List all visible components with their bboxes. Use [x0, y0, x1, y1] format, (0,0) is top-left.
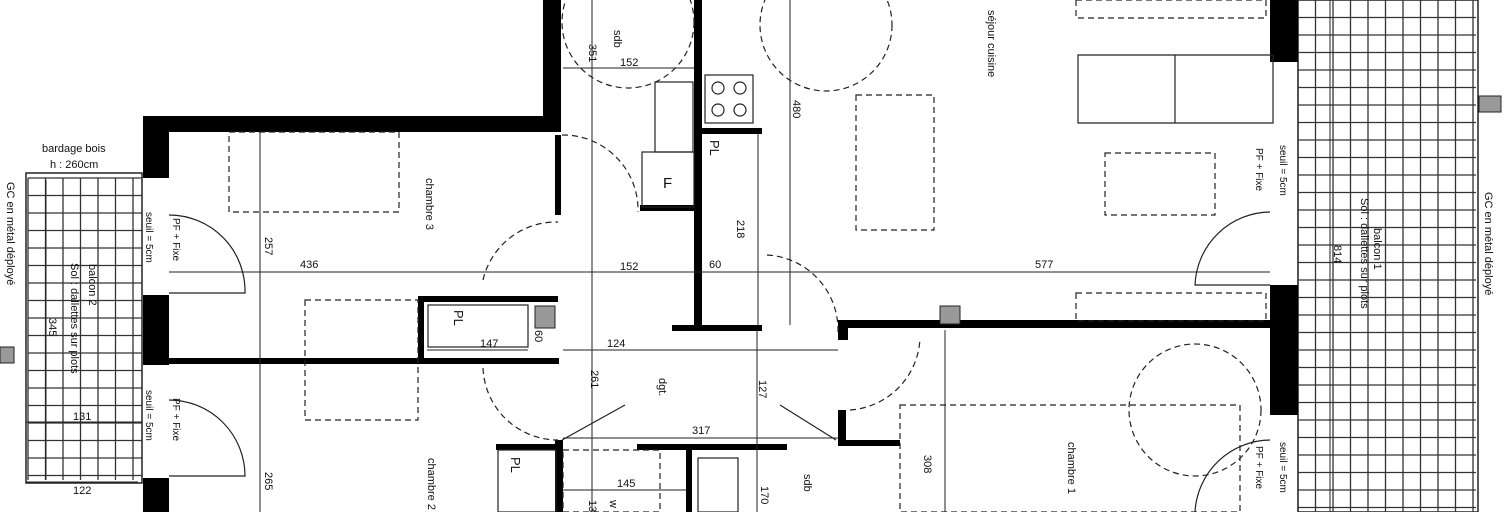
dim-131: 131	[73, 411, 91, 423]
dim-351: 351	[586, 44, 598, 62]
fridge-label: F	[663, 175, 672, 192]
dim-13: 13	[586, 500, 598, 512]
dim-480: 480	[790, 100, 802, 118]
dim-265: 265	[262, 472, 274, 490]
dim-122: 122	[73, 485, 91, 497]
dim-257: 257	[262, 237, 274, 255]
pf-fixe-label: PF + Fixe	[1253, 446, 1264, 490]
fixtures	[168, 0, 1274, 512]
balcony-1-railing: GC en métal déployé	[1482, 192, 1494, 295]
seuil-label: seuil = 5cm	[143, 390, 154, 441]
balcony-2	[25, 172, 143, 484]
room-label-chambre-3: chambre 3	[423, 178, 435, 230]
room-label-wc: w	[607, 499, 619, 508]
cladding-label: bardage bois	[42, 143, 106, 155]
dim-261: 261	[588, 370, 600, 388]
dimension-lines	[26, 0, 1331, 512]
pf-fixe-label: PF + Fixe	[170, 398, 181, 442]
balcony-2-railing: GC en métal déployé	[4, 182, 16, 285]
dim-436: 436	[300, 259, 318, 271]
pf-fixe-label: PF + Fixe	[170, 218, 181, 262]
balcony-1-name: balcon 1	[1371, 228, 1383, 270]
room-label-sdb-top: sdb	[611, 30, 623, 48]
room-labels: sdb séjour cuisine chambre 3 chambre 2 c…	[423, 10, 1077, 510]
balcony-labels: balcon 1 Sol : dallettes sur plots GC en…	[4, 143, 1494, 374]
cladding-height: h : 260cm	[50, 159, 98, 171]
placard-label: PL	[451, 310, 466, 326]
room-label-chambre-2: chambre 2	[425, 458, 437, 510]
seuil-label: seuil = 5cm	[143, 212, 154, 263]
dim-317: 317	[692, 425, 710, 437]
dim-145: 145	[617, 478, 635, 490]
seuil-label: seuil = 5cm	[1277, 442, 1288, 493]
dim-577: 577	[1035, 259, 1053, 271]
balcony-1	[1297, 0, 1479, 512]
annotations: PF + Fixe seuil = 5cm PF + Fixe seuil = …	[143, 140, 1288, 493]
room-label-dgt: dgt.	[656, 378, 668, 396]
dimension-labels: 351 152 480 218 257 436 152 60 577 814 1…	[46, 44, 1343, 512]
dim-152: 152	[620, 261, 638, 273]
dim-345: 345	[46, 318, 58, 336]
room-label-chambre-1: chambre 1	[1065, 442, 1077, 494]
pf-fixe-label: PF + Fixe	[1253, 148, 1264, 192]
balcony-2-name: balcon 2	[86, 264, 98, 306]
dim-218: 218	[734, 220, 746, 238]
dim-152: 152	[620, 57, 638, 69]
balcony-1-floor: Sol : dallettes sur plots	[1358, 198, 1370, 309]
placard-label: PL	[508, 457, 523, 473]
placard-label: PL	[707, 140, 722, 156]
room-label-sdb-bottom: sdb	[801, 474, 813, 492]
dim-60: 60	[532, 330, 544, 342]
dim-308: 308	[921, 455, 933, 473]
dim-124: 124	[607, 338, 625, 350]
dim-814: 814	[1331, 245, 1343, 263]
balcony-2-floor: Sol : dallettes sur plots	[68, 263, 80, 374]
dim-60: 60	[709, 259, 721, 271]
room-label-sejour-cuisine: séjour cuisine	[985, 10, 997, 77]
dim-147: 147	[480, 338, 498, 350]
dim-127: 127	[756, 380, 768, 398]
dim-170: 170	[758, 486, 770, 504]
seuil-label: seuil = 5cm	[1277, 145, 1288, 196]
